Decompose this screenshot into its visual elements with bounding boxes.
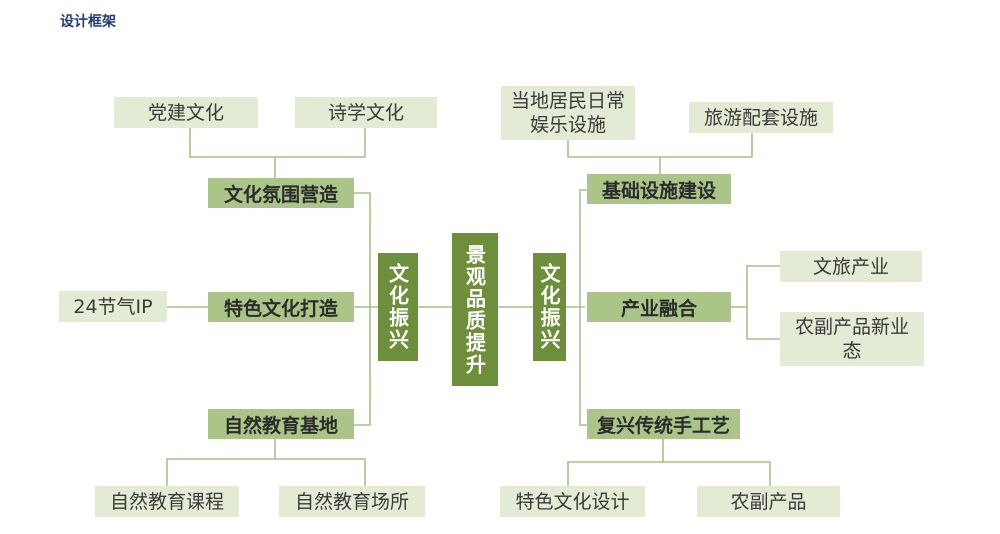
leaf-featured-culture-design: 特色文化设计 — [500, 486, 645, 517]
leaf-local-recreation-facilities: 当地居民日常娱乐设施 — [501, 86, 635, 140]
leaf-tourism-facilities: 旅游配套设施 — [689, 102, 833, 133]
center-node: 景观品质提升 — [452, 233, 498, 386]
left-trunk-cultural-revival: 文化振兴 — [378, 253, 418, 361]
branch-nature-education-base: 自然教育基地 — [208, 409, 354, 439]
leaf-cultural-tourism-industry: 文旅产业 — [780, 251, 922, 282]
leaf-poetry-culture: 诗学文化 — [295, 97, 437, 128]
branch-cultural-atmosphere: 文化氛围营造 — [208, 178, 354, 208]
leaf-agricultural-products: 农副产品 — [697, 486, 840, 517]
branch-industry-integration: 产业融合 — [587, 292, 731, 322]
leaf-party-culture: 党建文化 — [114, 97, 258, 128]
page-title: 设计框架 — [60, 14, 116, 30]
branch-infrastructure: 基础设施建设 — [587, 174, 731, 204]
leaf-nature-education-venue: 自然教育场所 — [279, 486, 425, 517]
leaf-agri-product-new-formats: 农副产品新业态 — [780, 312, 924, 366]
leaf-nature-education-course: 自然教育课程 — [95, 486, 239, 517]
right-trunk-cultural-revival: 文化振兴 — [533, 253, 566, 361]
branch-traditional-crafts: 复兴传统手工艺 — [587, 409, 740, 439]
branch-featured-culture: 特色文化打造 — [208, 292, 354, 322]
leaf-24-solar-terms-ip: 24节气IP — [59, 291, 167, 322]
